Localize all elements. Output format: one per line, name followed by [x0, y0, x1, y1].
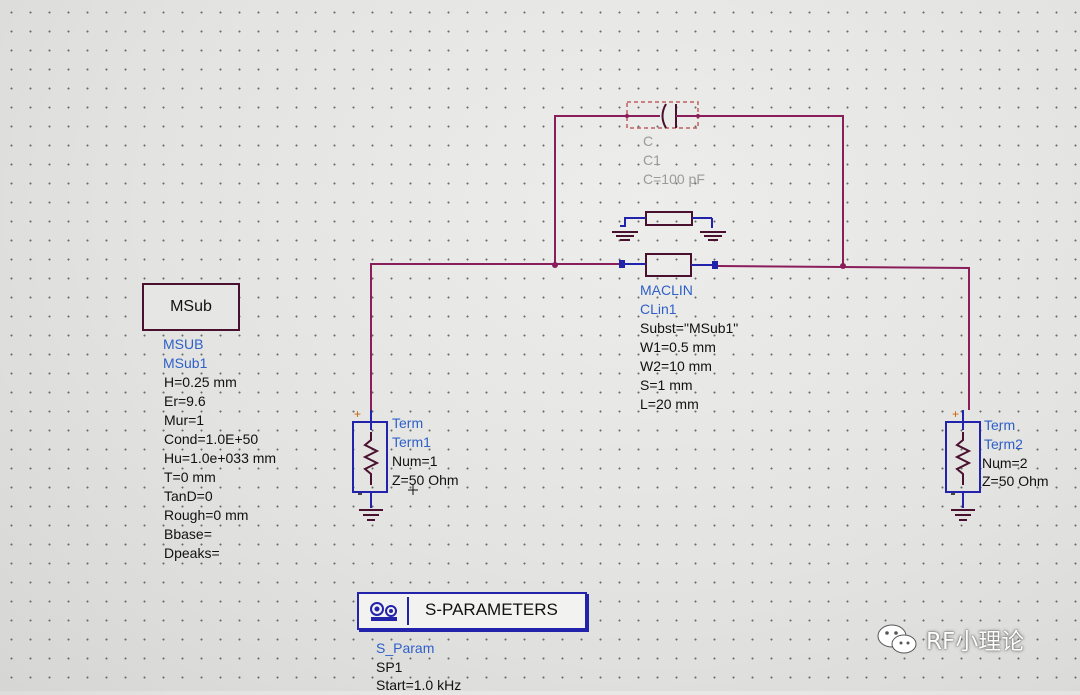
msub-param: Hu=1.0e+033 mm: [164, 450, 277, 466]
capacitor-symbol[interactable]: [626, 101, 699, 129]
maclin-param: L=20 mm: [640, 396, 699, 412]
term2-param: Z=50 Ohm: [982, 473, 1049, 489]
msub-type-label: MSUB: [163, 336, 204, 352]
term2-type-label: Term: [984, 417, 1016, 433]
msub-param: Mur=1: [164, 412, 205, 428]
msub-param: Cond=1.0E+50: [164, 431, 259, 447]
sparam-controller-box[interactable]: S-PARAMETERS: [357, 592, 587, 630]
junctions: [552, 114, 846, 269]
msub-param: Rough=0 mm: [164, 507, 249, 523]
maclin-param: Subst="MSub1": [640, 320, 739, 336]
term1-param: Num=1: [392, 453, 438, 469]
msub-param: H=0.25 mm: [164, 374, 237, 390]
msub-param: Er=9.6: [164, 393, 206, 409]
wechat-icon: [877, 624, 917, 654]
capacitor-param: C=100 pF: [643, 171, 705, 187]
simulation-icon: [363, 597, 409, 625]
watermark: RF小理论: [876, 622, 1024, 656]
term2-symbol[interactable]: +: [945, 407, 981, 521]
msub-param: Dpeaks=: [164, 545, 220, 561]
sparam-box-label: S-PARAMETERS: [425, 600, 558, 619]
msub-param: T=0 mm: [164, 469, 216, 485]
svg-text:+: +: [952, 407, 959, 421]
wire-term2: [717, 265, 970, 410]
sparam-param: Start=1.0 kHz: [376, 677, 462, 693]
maclin-type-label: MACLIN: [640, 282, 693, 298]
maclin-symbol[interactable]: [619, 253, 718, 277]
cursor-crosshair-icon: [408, 485, 418, 495]
msub-param: TanD=0: [164, 488, 213, 504]
maclin-name-label: CLin1: [640, 301, 677, 317]
maclin-param: W2=10 mm: [640, 358, 712, 374]
sparam-name-label: SP1: [376, 659, 403, 675]
msub-name-label: MSub1: [163, 355, 208, 371]
wire-net: [370, 115, 970, 410]
msub-component-box[interactable]: MSub: [142, 283, 240, 331]
wire-cap-right: [698, 115, 844, 266]
term1-symbol[interactable]: +: [352, 407, 388, 521]
capacitor-name-label: C1: [643, 152, 661, 168]
svg-text:+: +: [354, 407, 361, 421]
wire-term1: [370, 263, 622, 410]
coupled-line-upper[interactable]: [612, 211, 726, 241]
capacitor-type-label: C: [643, 133, 654, 149]
sparam-type-label: S_Param: [376, 640, 435, 656]
wire-cap-left: [554, 115, 627, 266]
term1-name-label: Term1: [392, 434, 431, 450]
msub-param: Bbase=: [164, 526, 212, 542]
term2-param: Num=2: [982, 455, 1028, 471]
maclin-param: S=1 mm: [640, 377, 693, 393]
term2-name-label: Term2: [984, 436, 1023, 452]
term1-param: Z=50 Ohm: [392, 472, 459, 488]
watermark-text: RF小理论: [926, 629, 1025, 655]
msub-box-label: MSub: [170, 298, 212, 315]
maclin-param: W1=0.5 mm: [640, 339, 716, 355]
term1-type-label: Term: [392, 415, 424, 431]
